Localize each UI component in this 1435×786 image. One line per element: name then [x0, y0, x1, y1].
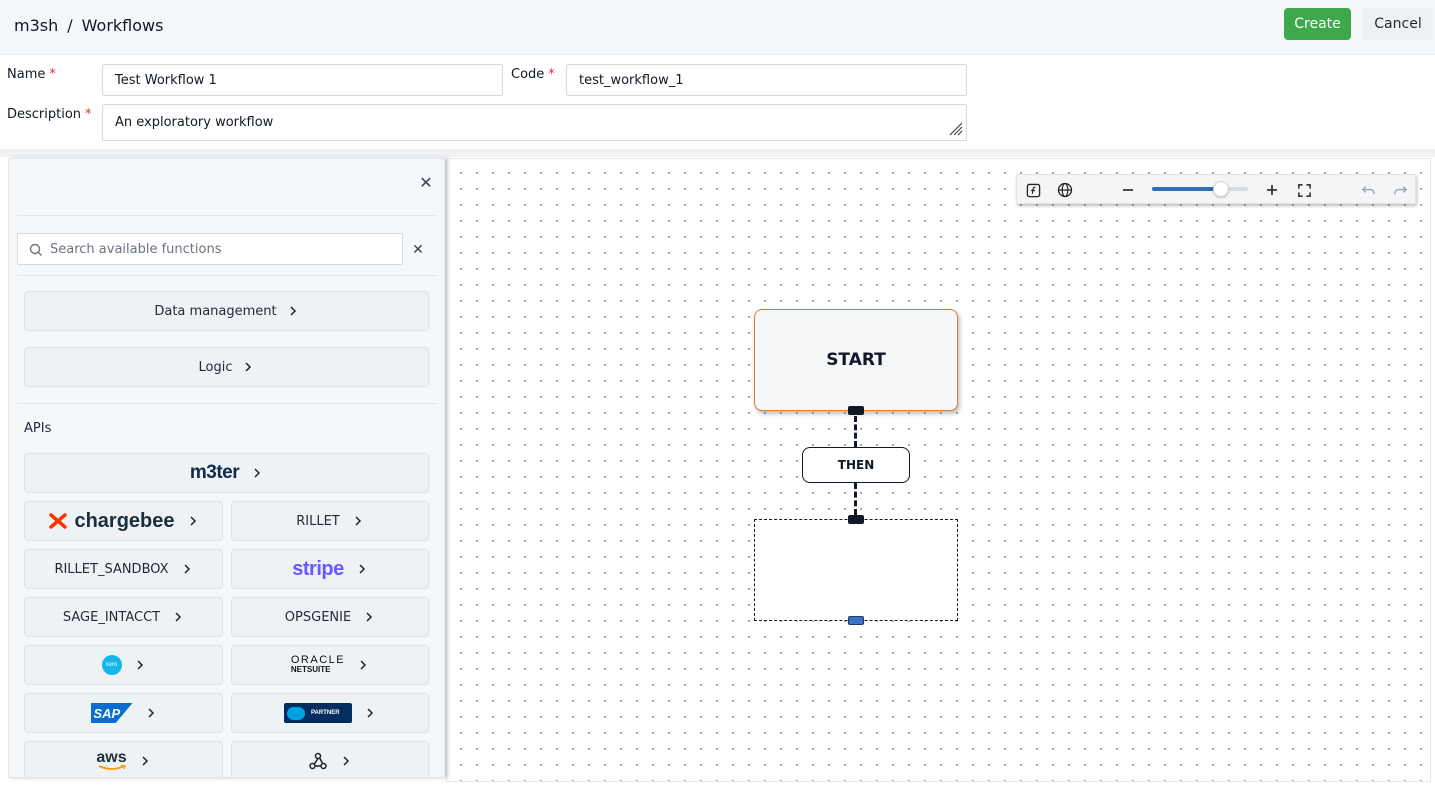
- sap-logo: SAP: [90, 703, 133, 723]
- empty-step-node[interactable]: [754, 519, 958, 621]
- chevron-right-icon: [175, 612, 182, 622]
- then-node[interactable]: THEN: [802, 447, 910, 483]
- api-tile-rillet[interactable]: RILLET: [231, 501, 429, 541]
- form-divider: [0, 149, 1435, 157]
- chevron-right-icon: [366, 612, 373, 622]
- workflow-canvas[interactable]: [446, 158, 1431, 782]
- close-panel-icon[interactable]: ✕: [419, 173, 433, 192]
- chargebee-mark-icon: [49, 513, 68, 529]
- chargebee-logo: chargebee: [74, 509, 175, 532]
- zoom-out-icon[interactable]: [1119, 181, 1137, 199]
- chevron-right-icon: [359, 564, 365, 574]
- required-mark: *: [49, 67, 56, 82]
- description-label: Description*: [7, 107, 92, 122]
- cancel-button[interactable]: Cancel: [1363, 8, 1433, 40]
- oracle-netsuite-logo: ORACLE NETSUITE: [290, 654, 346, 675]
- chevron-right-icon: [142, 756, 148, 766]
- redo-icon[interactable]: [1391, 181, 1409, 199]
- start-node-output-handle[interactable]: [848, 406, 864, 415]
- breadcrumb-separator: /: [67, 16, 73, 35]
- api-tile-chargebee[interactable]: chargebee: [24, 501, 223, 541]
- chevron-right-icon: [184, 564, 190, 574]
- function-search: [17, 233, 403, 265]
- zoom-in-icon[interactable]: [1263, 181, 1281, 199]
- function-library-panel: ✕ ✕ Data management Logic APIs m3ter cha…: [8, 158, 445, 778]
- zoom-slider-thumb[interactable]: [1213, 181, 1230, 197]
- chevron-right-icon: [360, 660, 367, 670]
- api-tile-m3ter[interactable]: m3ter: [24, 453, 429, 493]
- api-tile-sage-intacct[interactable]: SAGE_INTACCT: [24, 597, 223, 637]
- globe-icon[interactable]: [1056, 181, 1074, 199]
- apis-section-label: APIs: [24, 421, 52, 436]
- api-tile-salesforce-partner[interactable]: PARTNER: [231, 693, 429, 733]
- top-bar: m3sh / Workflows Create Cancel: [0, 0, 1435, 55]
- chevron-right-icon: [136, 660, 143, 670]
- api-tile-xero[interactable]: xero: [24, 645, 223, 685]
- fullscreen-icon[interactable]: [1295, 181, 1313, 199]
- code-label: Code*: [511, 67, 555, 82]
- chevron-right-icon: [290, 306, 296, 316]
- clear-search-icon[interactable]: ✕: [412, 242, 424, 258]
- salesforce-partner-logo: PARTNER: [284, 703, 352, 723]
- m3ter-logo: m3ter: [189, 462, 240, 483]
- search-input[interactable]: [50, 234, 400, 264]
- webhook-icon: [309, 752, 327, 770]
- required-mark: *: [548, 67, 555, 82]
- chevron-right-icon: [355, 516, 361, 526]
- salesforce-cloud-icon: [287, 706, 305, 720]
- resize-grip-icon[interactable]: [947, 120, 963, 136]
- chevron-right-icon: [343, 756, 350, 766]
- category-logic[interactable]: Logic: [24, 347, 429, 387]
- xero-logo: xero: [101, 655, 122, 675]
- panel-divider: [17, 215, 437, 216]
- connector-line: [854, 483, 858, 515]
- create-button[interactable]: Create: [1284, 8, 1351, 40]
- api-tile-aws[interactable]: aws: [24, 741, 223, 777]
- api-tile-webhook[interactable]: [231, 741, 429, 777]
- chevron-right-icon: [367, 708, 374, 718]
- zoom-slider-fill: [1152, 187, 1222, 191]
- breadcrumb: m3sh / Workflows: [14, 16, 163, 35]
- chevron-right-icon: [254, 468, 261, 478]
- undo-icon[interactable]: [1359, 181, 1377, 199]
- api-tile-stripe[interactable]: stripe: [231, 549, 429, 589]
- zoom-slider[interactable]: [1152, 181, 1248, 197]
- search-icon: [29, 243, 42, 256]
- stripe-logo: stripe: [292, 557, 344, 580]
- name-input[interactable]: [102, 64, 503, 96]
- panel-divider: [17, 275, 437, 276]
- function-icon[interactable]: [1024, 181, 1042, 199]
- api-tile-oracle-netsuite[interactable]: ORACLE NETSUITE: [231, 645, 429, 685]
- api-tile-rillet-sandbox[interactable]: RILLET_SANDBOX: [24, 549, 223, 589]
- empty-node-input-handle[interactable]: [848, 515, 864, 524]
- panel-divider: [17, 403, 437, 404]
- code-input[interactable]: [566, 64, 967, 96]
- canvas-toolbar: [1016, 174, 1416, 204]
- aws-logo: aws: [96, 750, 127, 771]
- chevron-right-icon: [245, 362, 252, 372]
- empty-node-output-handle[interactable]: [848, 616, 864, 625]
- connector-line: [854, 416, 858, 447]
- start-node[interactable]: START: [754, 309, 958, 411]
- api-tile-opsgenie[interactable]: OPSGENIE: [231, 597, 429, 637]
- api-tile-sap[interactable]: SAP: [24, 693, 223, 733]
- category-data-management[interactable]: Data management: [24, 291, 429, 331]
- chevron-right-icon: [147, 708, 154, 718]
- name-label: Name*: [7, 67, 56, 82]
- required-mark: *: [85, 107, 92, 122]
- description-textarea[interactable]: An exploratory workflow: [102, 104, 967, 141]
- chevron-right-icon: [190, 516, 196, 526]
- aws-smile-icon: [98, 765, 126, 770]
- breadcrumb-workflows[interactable]: Workflows: [81, 16, 164, 35]
- breadcrumb-org[interactable]: m3sh: [14, 16, 59, 35]
